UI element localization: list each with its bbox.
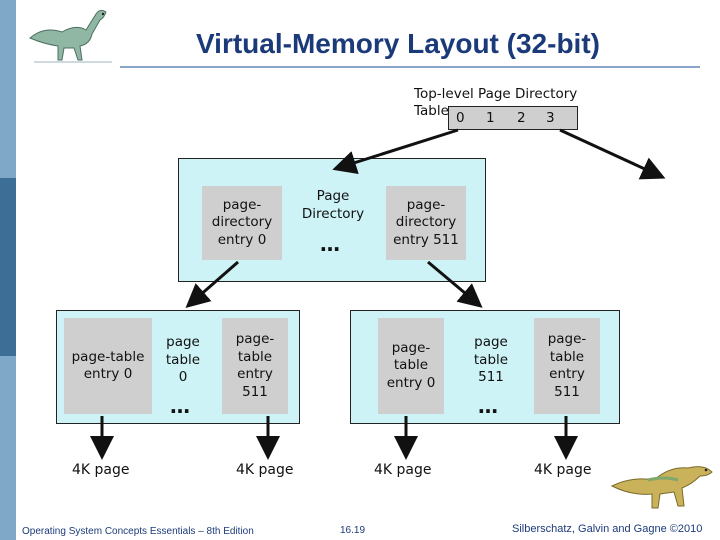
top-level-index-0: 0 [456, 110, 465, 126]
top-level-index-3: 3 [546, 110, 555, 126]
page-4k-2: 4K page [236, 462, 294, 478]
footer-right-text: Silberschatz, Galvin and Gagne ©2010 [512, 523, 703, 535]
right-page-table-ellipsis: … [478, 394, 499, 418]
top-level-directory-label: Top-level Page Directory Table [414, 86, 577, 120]
top-level-index-2: 2 [517, 110, 526, 126]
arrow-top-to-directory [332, 128, 459, 175]
arrow-pde0-to-left-tables [185, 260, 239, 308]
page-4k-1: 4K page [72, 462, 130, 478]
top-level-directory-table [448, 106, 578, 130]
page-table-511-label: page table 511 [473, 334, 509, 385]
right-page-table-entry-0: page-table entry 0 [378, 318, 444, 414]
title-underline [120, 66, 700, 68]
page-4k-3: 4K page [374, 462, 432, 478]
top-level-label-line2: Table [414, 103, 449, 119]
page-directory-entry-0: page-directory entry 0 [202, 186, 282, 260]
left-page-table-entry-511: page-table entry 511 [222, 318, 288, 414]
dinosaur-logo-icon [29, 9, 112, 63]
footer-left-text: Operating System Concepts Essentials – 8… [22, 526, 254, 537]
dinosaur-illustration-icon [610, 466, 713, 509]
slide-title: Virtual-Memory Layout (32-bit) [196, 28, 600, 59]
page-directory-title: Page Directory [301, 188, 365, 222]
left-page-table-ellipsis: … [170, 394, 191, 418]
top-level-index-1: 1 [486, 110, 495, 126]
top-level-label-line1: Top-level Page Directory [414, 86, 578, 102]
page-directory-entry-511: page-directory entry 511 [386, 186, 466, 260]
page-directory-ellipsis: … [320, 232, 341, 256]
left-accent-bar [0, 0, 16, 540]
left-page-table-entry-0: page-table entry 0 [64, 318, 152, 414]
page-table-0-label: page table 0 [165, 334, 201, 385]
arrow-top-to-right [559, 128, 666, 180]
footer-page-number: 16.19 [340, 525, 366, 536]
right-page-table-entry-511: page-table entry 511 [534, 318, 600, 414]
page-4k-4: 4K page [534, 462, 592, 478]
arrow-pde511-to-right-tables [427, 260, 483, 308]
left-bar-light-segment [0, 0, 16, 178]
left-bar-light-segment-bottom [0, 356, 16, 540]
